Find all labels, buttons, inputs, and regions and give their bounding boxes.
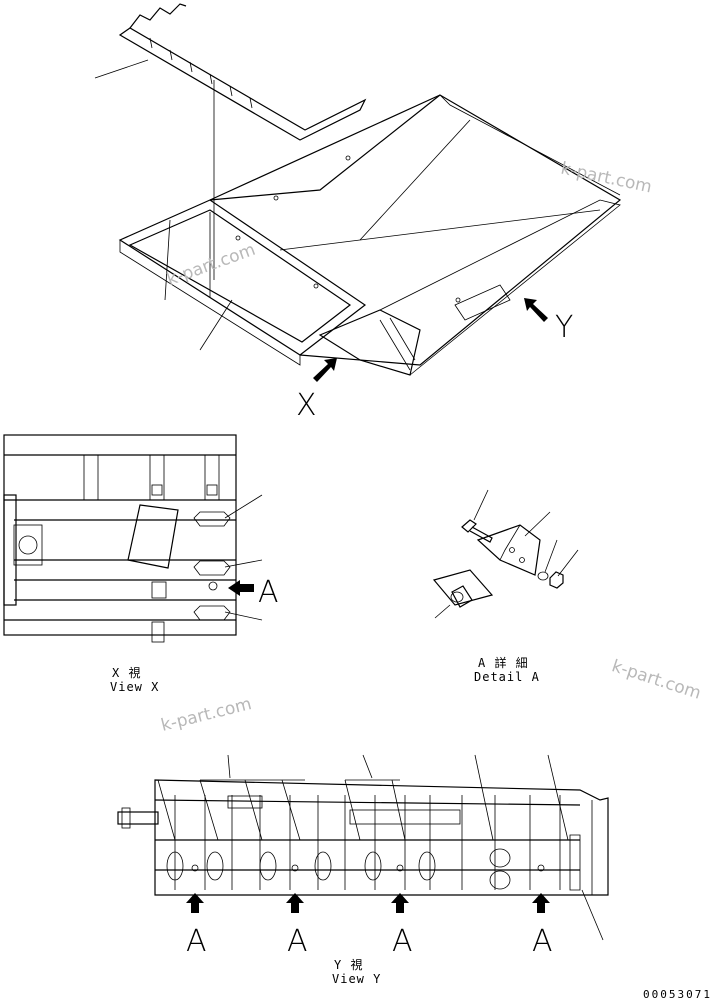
view-y-arrow [524, 298, 548, 322]
view-y-drawing [117, 754, 609, 941]
view-y-a-label-1: A [186, 924, 207, 959]
isometric-assembly [94, 3, 622, 382]
view-y-a-label-4: A [532, 924, 553, 959]
view-x-drawing [3, 434, 263, 643]
view-y-arrow-a-4 [532, 893, 550, 913]
view-y-letter: Y [555, 310, 574, 345]
view-y-arrow-a-3 [391, 893, 409, 913]
view-y-title-jp: Y 視 [334, 958, 364, 972]
view-y-a-label-3: A [392, 924, 413, 959]
detail-a-drawing [432, 489, 579, 619]
detail-a-title-en: Detail A [474, 670, 540, 684]
view-x-detail-a-letter: A [258, 575, 279, 610]
view-x-title-en: View X [110, 680, 160, 694]
view-y-a-label-2: A [287, 924, 308, 959]
view-y-arrow-a-1 [186, 893, 204, 913]
view-x-arrow [313, 358, 337, 382]
detail-a-title-jp: A 詳 細 [478, 656, 529, 670]
drawing-number: 00053071 [643, 988, 712, 1001]
view-y-title-en: View Y [332, 972, 382, 986]
view-x-title-jp: X 視 [112, 666, 142, 680]
view-x-letter: X [296, 388, 317, 423]
detail-a-arrow [228, 580, 254, 596]
view-y-arrow-a-2 [286, 893, 304, 913]
